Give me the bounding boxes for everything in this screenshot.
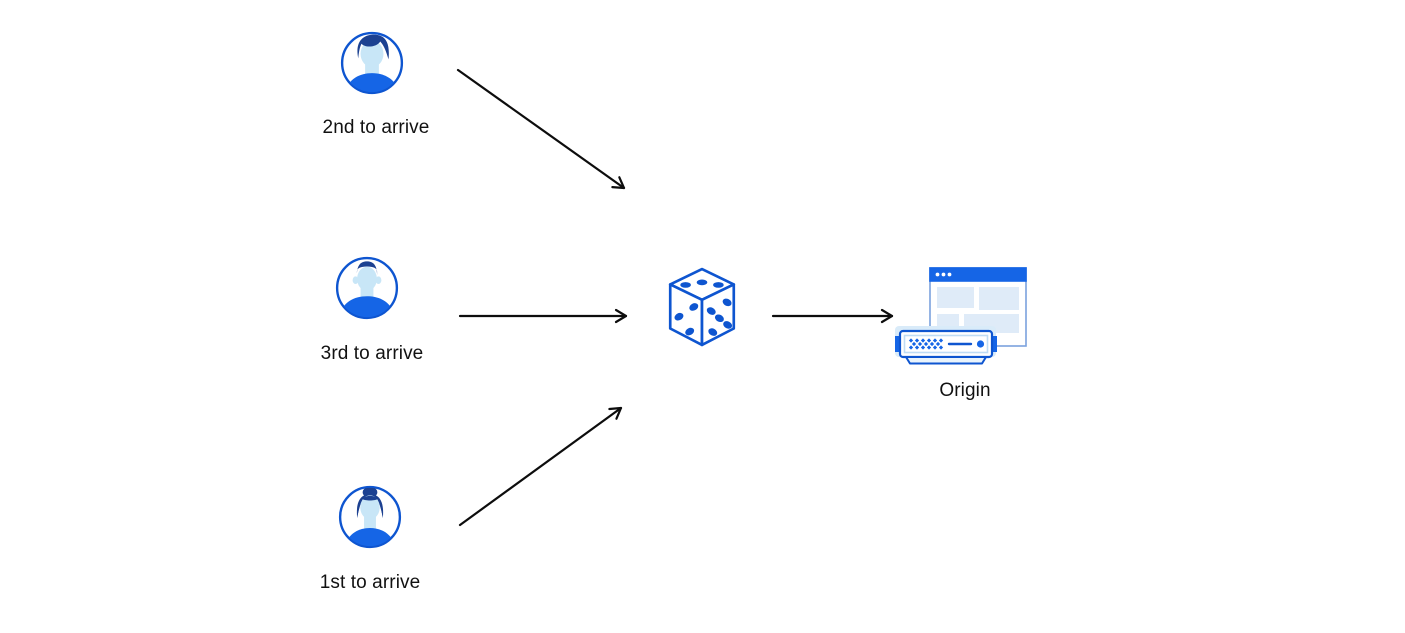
server-icon [895,329,997,365]
dice-icon [668,267,736,347]
origin-server-icon [895,267,1027,365]
arrow-visitor-second-to-dice [456,68,626,190]
visitor-second-label: 2nd to arrive [322,117,430,138]
man-flat-hair-avatar [335,256,399,320]
visitor-third-label: 3rd to arrive [320,343,424,364]
server-led [976,340,985,348]
server-base [905,356,987,365]
origin-label: Origin [939,380,991,401]
arrow-visitor-first-to-dice [458,406,623,527]
visitor-first-label: 1st to arrive [319,572,421,593]
man-swept-hair-avatar [340,31,404,95]
woman-bun-hair-avatar [338,485,402,549]
